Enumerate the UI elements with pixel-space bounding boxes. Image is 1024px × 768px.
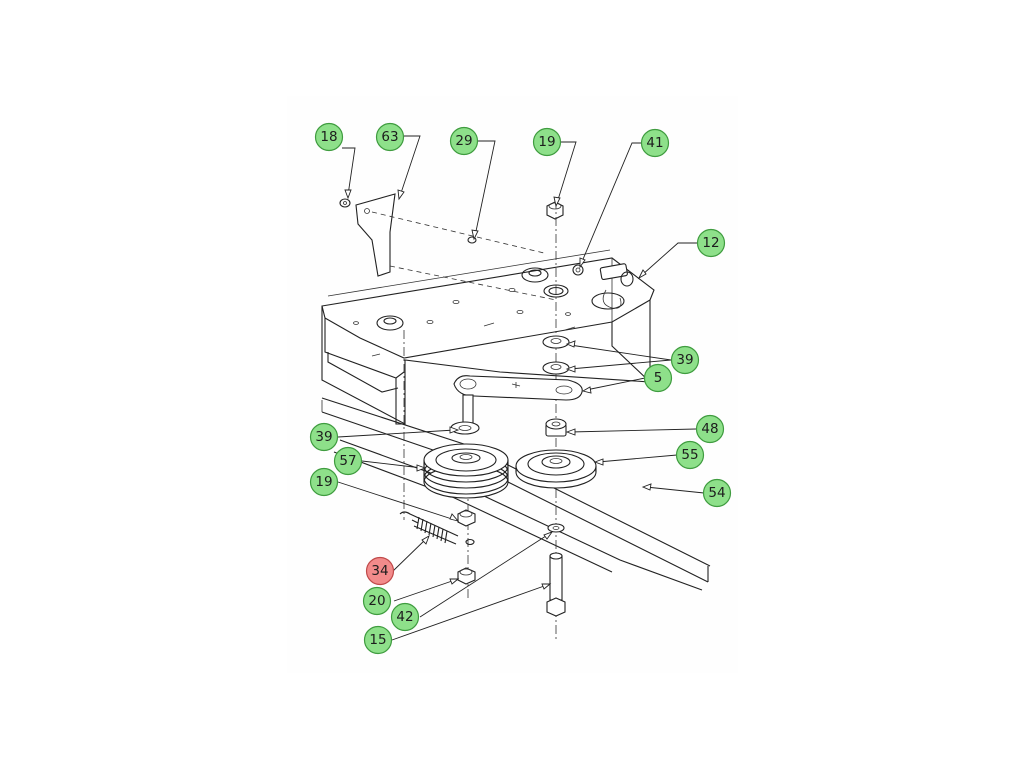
callout-bubble — [702, 478, 732, 508]
lower-hardware — [399, 509, 566, 617]
callout-label: 15 — [369, 632, 386, 648]
callout-label: 63 — [381, 129, 398, 145]
mounting-plate — [321, 249, 655, 425]
callout-18[interactable]: 18 — [314, 122, 344, 152]
callout-label: 29 — [455, 133, 472, 149]
callout-63[interactable]: 63 — [375, 122, 405, 152]
callout-34[interactable]: 34 — [365, 556, 395, 586]
callout-label: 42 — [396, 609, 413, 625]
spacer-48 — [545, 418, 567, 437]
callout-bubble — [695, 414, 725, 444]
callout-20[interactable]: 20 — [362, 586, 392, 616]
callout-bubble — [375, 122, 405, 152]
callout-39-right[interactable]: 39 — [670, 345, 700, 375]
callout-54[interactable]: 54 — [702, 478, 732, 508]
callout-bubble — [309, 467, 339, 497]
callout-bubble — [696, 228, 726, 258]
callout-label: 55 — [681, 447, 698, 463]
leader-lines — [337, 135, 705, 641]
callout-bubble — [390, 602, 420, 632]
callout-5[interactable]: 5 — [643, 363, 673, 393]
callout-label: 18 — [320, 129, 337, 145]
callout-label: 54 — [708, 485, 725, 501]
pulley-55 — [515, 449, 597, 489]
callout-label: 5 — [654, 370, 663, 386]
callout-label: 48 — [701, 421, 718, 437]
callout-bubble — [365, 556, 395, 586]
callout-48[interactable]: 48 — [695, 414, 725, 444]
callout-42[interactable]: 42 — [390, 602, 420, 632]
callout-12[interactable]: 12 — [696, 228, 726, 258]
callout-bubble — [643, 363, 673, 393]
callout-bubble — [640, 128, 670, 158]
pulley-57 — [423, 421, 509, 499]
callout-15[interactable]: 15 — [363, 625, 393, 655]
callout-bubble — [309, 422, 339, 452]
callout-bubble — [333, 446, 363, 476]
callout-label: 19 — [538, 134, 555, 150]
callout-bubble — [670, 345, 700, 375]
callout-bubble — [532, 127, 562, 157]
callout-bubble — [449, 126, 479, 156]
callout-57[interactable]: 57 — [333, 446, 363, 476]
callout-label: 39 — [315, 429, 332, 445]
callout-19-top[interactable]: 19 — [532, 127, 562, 157]
callout-label: 19 — [315, 474, 332, 490]
callout-bubble — [363, 625, 393, 655]
callout-19-bottom[interactable]: 19 — [309, 467, 339, 497]
top-hardware — [467, 201, 634, 309]
callout-55[interactable]: 55 — [675, 440, 705, 470]
callout-label: 12 — [702, 235, 719, 251]
callout-bubble — [675, 440, 705, 470]
callout-bubble — [314, 122, 344, 152]
callout-39-left[interactable]: 39 — [309, 422, 339, 452]
callout-29[interactable]: 29 — [449, 126, 479, 156]
bracket-63 — [339, 193, 396, 277]
callout-41[interactable]: 41 — [640, 128, 670, 158]
idler-arm-5 — [453, 335, 583, 424]
callout-label: 20 — [368, 593, 385, 609]
callout-label: 39 — [676, 352, 693, 368]
callout-label: 34 — [371, 563, 388, 579]
callout-label: 57 — [339, 453, 356, 469]
callout-bubble — [362, 586, 392, 616]
callout-label: 41 — [646, 135, 663, 151]
